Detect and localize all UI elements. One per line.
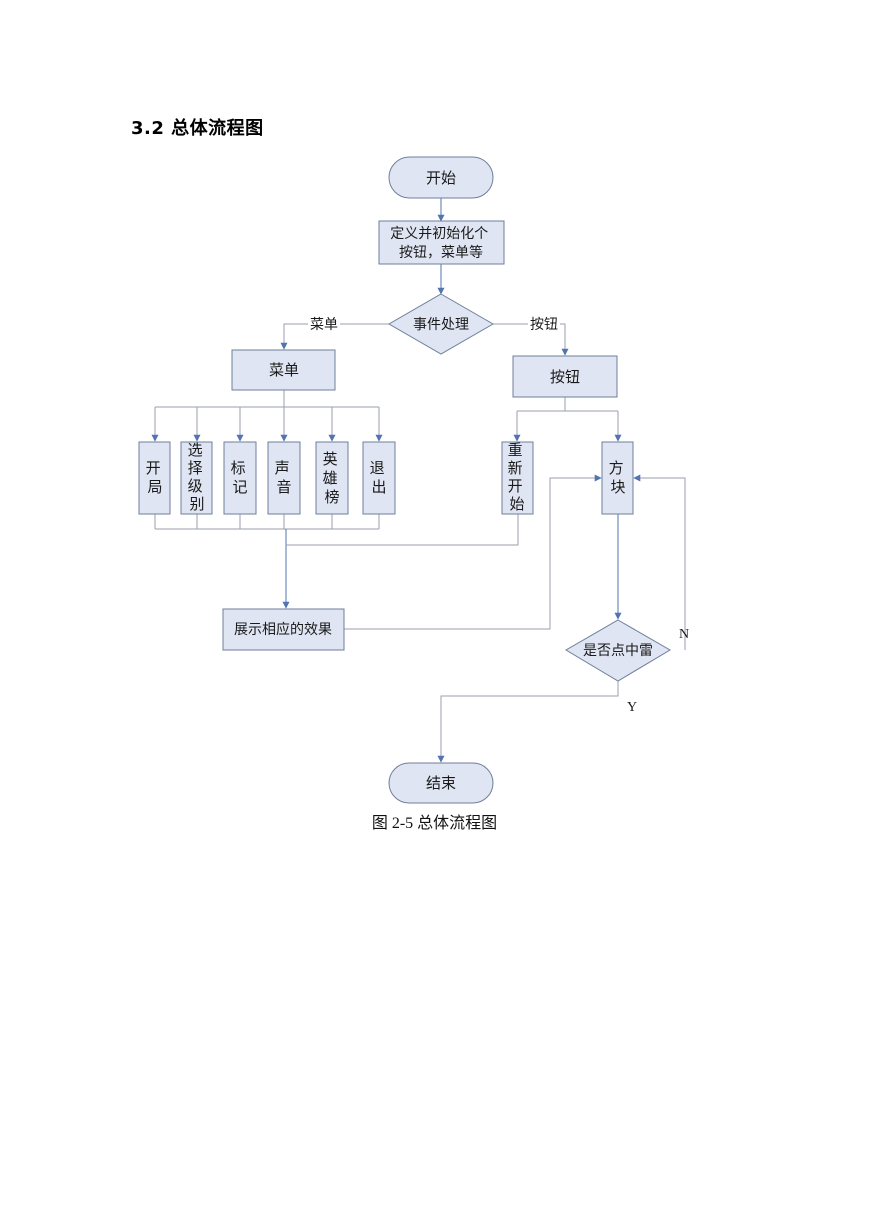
node-shengyin: 声 音 — [267, 441, 301, 515]
node-buttons-label: 按钮 — [550, 369, 580, 386]
node-tuichu: 退 出 — [362, 441, 396, 515]
node-xuanze-label: 选 择 级 别 — [188, 442, 207, 513]
node-mine-check-label: 是否点中雷 — [583, 643, 653, 659]
node-event: 事件处理 — [387, 293, 495, 355]
node-init: 定义并初始化个 按钮，菜单等 — [378, 220, 505, 265]
node-chongxin: 重 新 开 始 — [501, 441, 534, 515]
node-end-label: 结束 — [426, 775, 456, 792]
node-yingxiong-label: 英 雄 榜 — [323, 450, 342, 506]
edge-effect-fangkuai — [344, 474, 602, 630]
node-tuichu-label: 退 出 — [370, 460, 389, 496]
section-heading: 3.2 总体流程图 — [131, 118, 264, 139]
node-menu-label: 菜单 — [269, 362, 299, 379]
edge-event-menu — [280, 323, 389, 350]
node-fangkuai: 方 块 — [601, 441, 634, 515]
edge-label-buttons: 按钮 — [530, 317, 558, 333]
node-init-label: 定义并初始化个 按钮，菜单等 — [390, 225, 492, 261]
node-end: 结束 — [388, 762, 494, 804]
node-menu: 菜单 — [231, 349, 336, 391]
node-xuanze: 选 择 级 别 — [180, 441, 213, 515]
edge-label-yes: Y — [627, 700, 637, 715]
node-kaiju: 开 局 — [138, 441, 171, 515]
node-fangkuai-label: 方 块 — [609, 460, 628, 496]
edge-event-buttons — [493, 323, 569, 356]
edge-check-yes — [437, 681, 619, 763]
node-kaiju-label: 开 局 — [146, 461, 165, 496]
edge-check-no — [633, 474, 686, 650]
node-biaoji: 标 记 — [223, 441, 257, 515]
node-mine-check: 是否点中雷 — [565, 619, 671, 682]
edge-chongxin-effect — [286, 514, 519, 546]
node-effect: 展示相应的效果 — [222, 608, 345, 651]
node-shengyin-label: 声 音 — [275, 459, 294, 496]
node-yingxiong: 英 雄 榜 — [315, 441, 349, 515]
edge-label-no: N — [679, 627, 689, 642]
edge-label-menu: 菜单 — [310, 317, 338, 333]
node-start-label: 开始 — [426, 170, 456, 187]
nodes: 开始 定义并初始化个 按钮，菜单等 事件处理 菜单 按钮 菜单 按钮 — [138, 156, 689, 804]
node-chongxin-label: 重 新 开 始 — [508, 442, 527, 513]
node-effect-label: 展示相应的效果 — [234, 621, 332, 638]
node-biaoji-label: 标 记 — [231, 460, 250, 496]
connectors — [151, 198, 686, 763]
figure-caption: 图 2-5 总体流程图 — [371, 815, 498, 832]
node-event-label: 事件处理 — [413, 317, 469, 333]
node-buttons: 按钮 — [512, 355, 618, 398]
node-start: 开始 — [388, 156, 494, 199]
